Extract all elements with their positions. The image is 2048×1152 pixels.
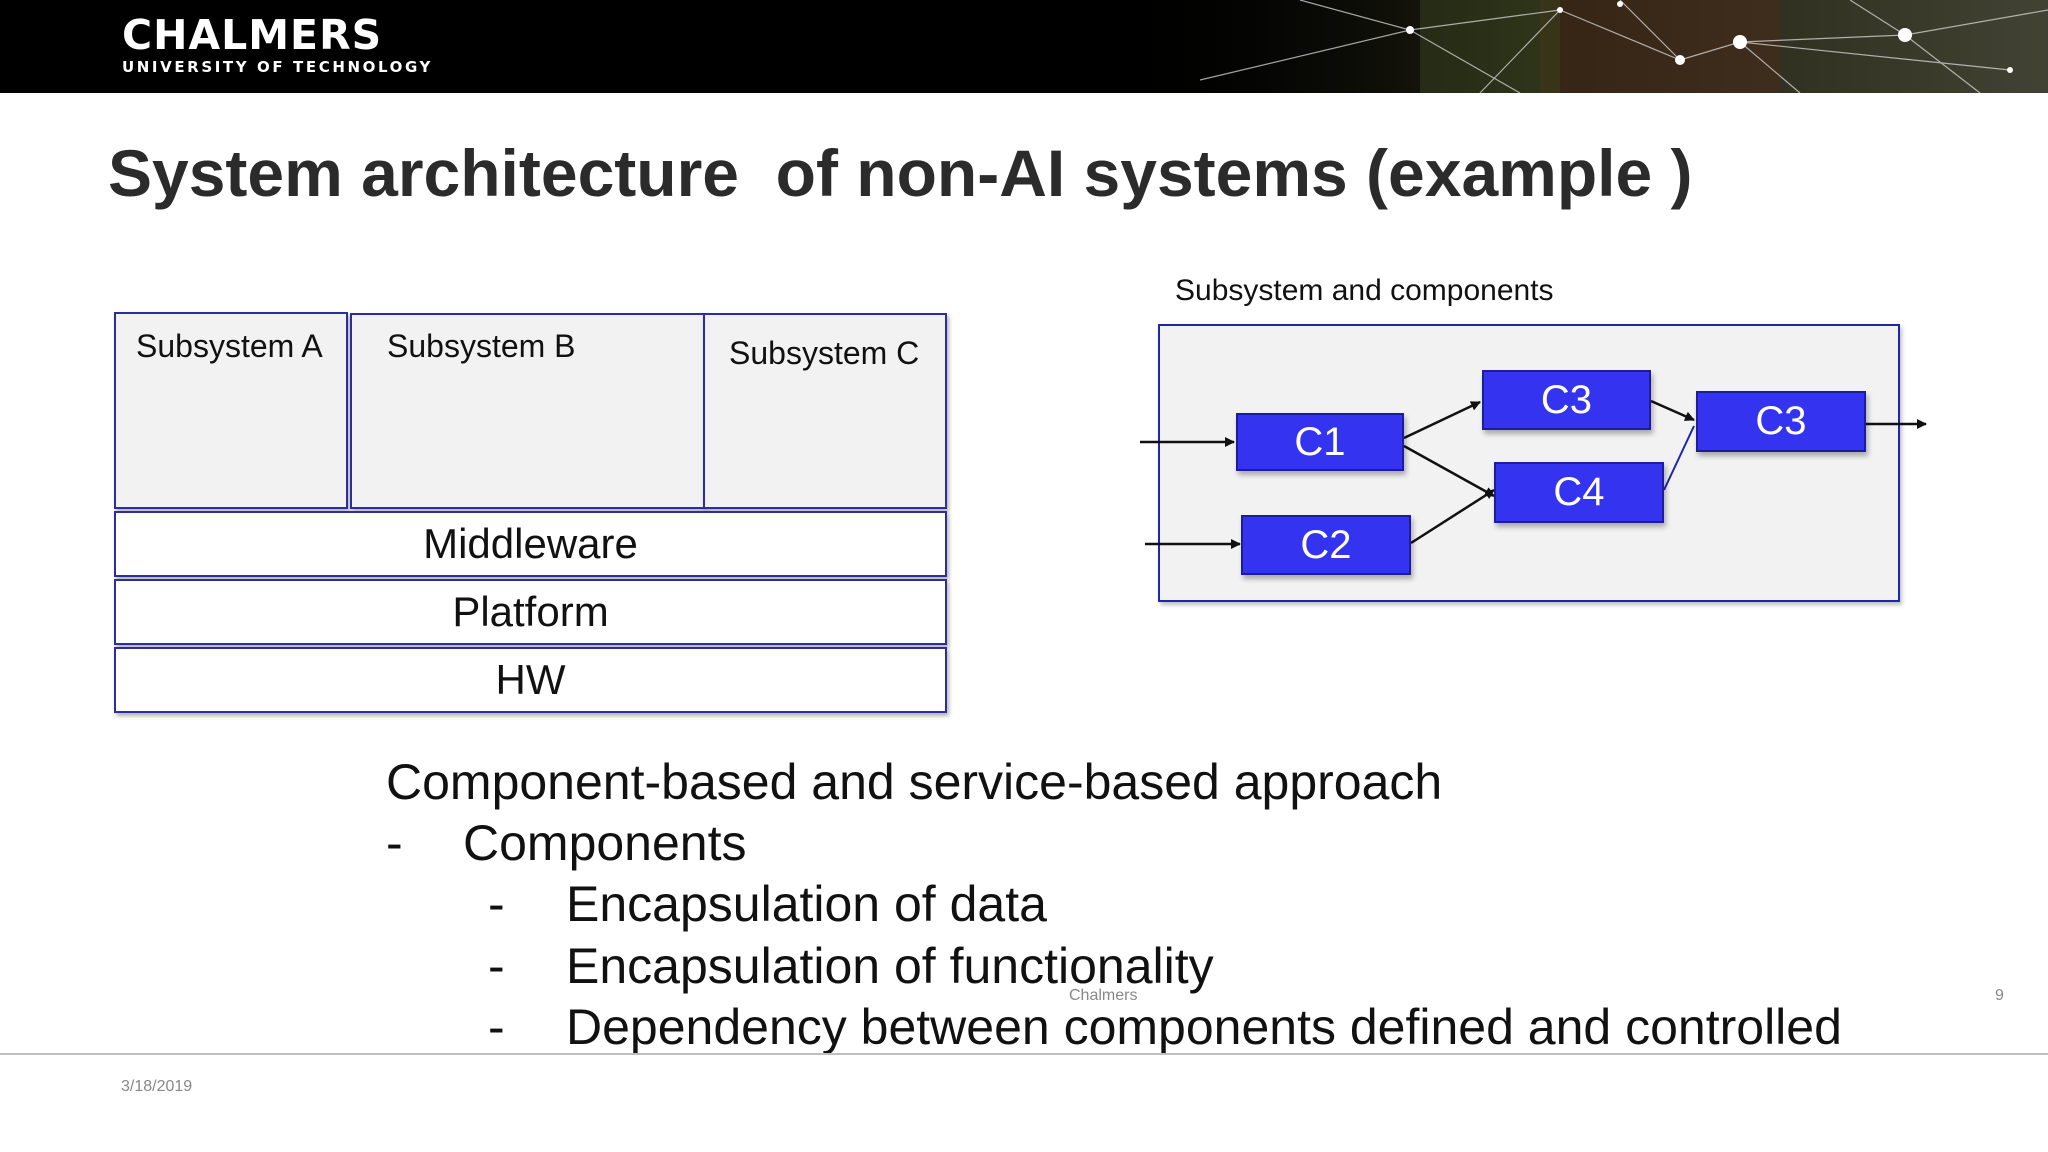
page-number: 9 [1995, 987, 2004, 1004]
subsystem-b-box: Subsystem B [350, 313, 705, 509]
bullet-dash: - [386, 815, 403, 871]
slide-title: System architecture of non-AI systems (e… [108, 136, 1693, 210]
arrow-c1-c4 [1403, 444, 1495, 498]
logo-name: CHALMERS [122, 11, 383, 59]
component-c4: C4 [1494, 462, 1664, 523]
bullet-dependency: Dependency between components defined an… [566, 999, 1842, 1055]
component-c1: C1 [1236, 413, 1404, 471]
bullet-dash: - [488, 876, 505, 932]
network-graphic [1100, 0, 2048, 93]
bullet-heading: Component-based and service-based approa… [386, 754, 1443, 810]
arrow-c3-c3 [1650, 399, 1695, 422]
arrow-c2-c4 [1410, 488, 1495, 545]
subsystem-c-box: Subsystem C [703, 313, 947, 509]
component-c3-right: C3 [1696, 391, 1866, 452]
footer-date: 3/18/2019 [121, 1078, 193, 1095]
subsystem-a-label: Subsystem A [136, 328, 323, 364]
arrow-c1-c3 [1403, 400, 1481, 440]
footer-divider [0, 1053, 2048, 1055]
middleware-layer: Middleware [114, 511, 947, 577]
hw-layer: HW [114, 647, 947, 713]
component-c3-top: C3 [1482, 370, 1651, 430]
chalmers-logo: CHALMERS UNIVERSITY OF TECHNOLOGY [122, 13, 433, 76]
platform-layer: Platform [114, 579, 947, 645]
bullet-components: Components [463, 815, 747, 871]
subsystem-b-label: Subsystem B [387, 328, 576, 364]
footer-center: Chalmers [1069, 987, 1138, 1004]
bullet-dash: - [488, 938, 505, 994]
bullet-dash: - [488, 999, 505, 1055]
component-c2: C2 [1241, 515, 1411, 575]
component-diagram-caption: Subsystem and components [1175, 274, 1554, 307]
logo-subtitle: UNIVERSITY OF TECHNOLOGY [122, 58, 434, 76]
header-banner: CHALMERS UNIVERSITY OF TECHNOLOGY [0, 0, 2048, 93]
bullet-encapsulation-data: Encapsulation of data [566, 876, 1047, 932]
link-c4-c3 [1663, 425, 1695, 491]
subsystem-c-label: Subsystem C [729, 335, 920, 371]
bullet-encapsulation-functionality: Encapsulation of functionality [566, 938, 1214, 994]
subsystem-a-box: Subsystem A [114, 312, 348, 509]
